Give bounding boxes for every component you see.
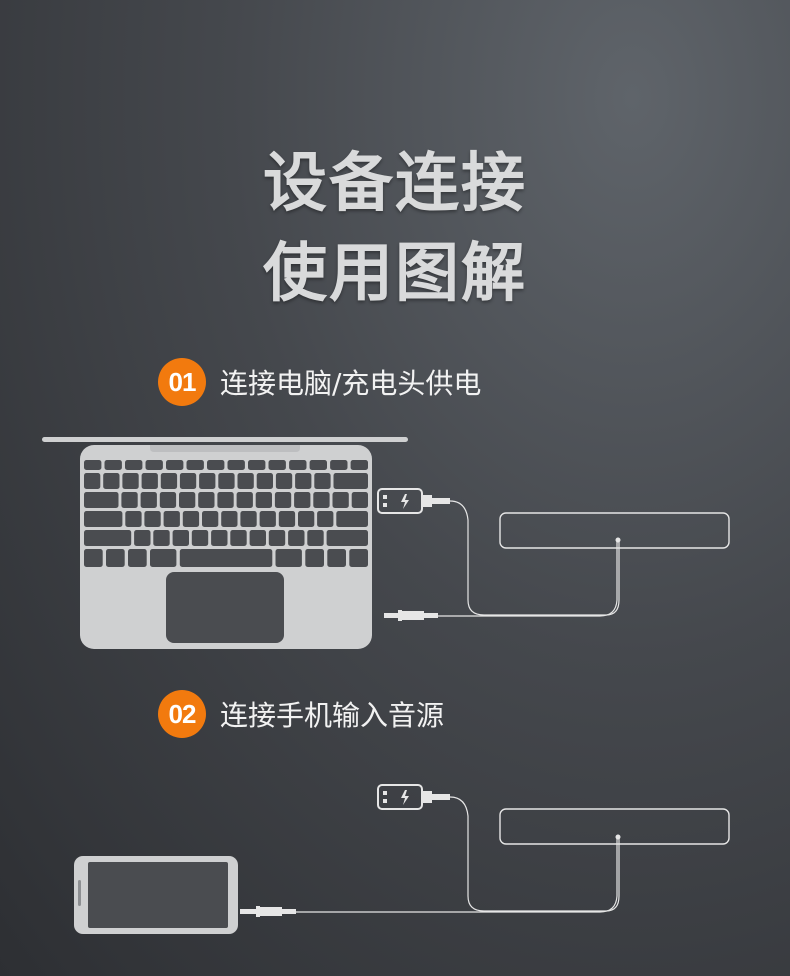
audio-jack-icon — [240, 906, 296, 917]
keyboard-key — [144, 511, 161, 527]
keyboard-key — [179, 473, 197, 489]
keyboard-key — [259, 511, 276, 527]
keyboard-key — [182, 511, 200, 527]
keyboard-key — [145, 460, 163, 470]
keyboard-key — [256, 473, 273, 489]
keyboard-key — [217, 492, 234, 508]
keyboard-key — [327, 549, 346, 567]
keyboard-key — [268, 530, 286, 546]
step-2-label: 连接手机输入音源 — [220, 699, 445, 732]
keyboard-key — [186, 460, 204, 470]
keyboard-key — [289, 460, 307, 470]
keyboard-key — [191, 530, 209, 546]
keyboard-key — [128, 549, 147, 567]
keyboard-key — [313, 492, 330, 508]
keyboard-key — [198, 492, 215, 508]
keyboard-key — [218, 473, 235, 489]
keyboard-key — [141, 473, 158, 489]
keyboard-key — [150, 549, 177, 567]
usb-plug-icon — [377, 488, 450, 514]
keyboard-key — [248, 460, 266, 470]
keyboard-key — [122, 473, 139, 489]
keyboard-key — [202, 511, 219, 527]
phone-icon — [74, 856, 238, 934]
keyboard-key — [305, 549, 324, 567]
keyboard-key — [350, 460, 368, 470]
keyboard-key — [125, 460, 143, 470]
keyboard-key — [221, 511, 238, 527]
keyboard-key — [294, 492, 311, 508]
keyboard — [84, 460, 368, 567]
page-title-line1: 设备连接 — [263, 147, 527, 221]
keyboard-key — [103, 473, 120, 489]
laptop-icon — [42, 437, 408, 649]
usb-plug-icon — [377, 784, 450, 810]
keyboard-key — [288, 530, 305, 546]
keyboard-key — [104, 460, 122, 470]
keyboard-key — [84, 549, 103, 567]
keyboard-key — [333, 473, 368, 489]
keyboard-key — [159, 492, 177, 508]
keyboard-key — [166, 460, 184, 470]
step-1-label: 连接电脑/充电头供电 — [220, 367, 482, 400]
keyboard-key — [309, 460, 327, 470]
keyboard-key — [236, 492, 253, 508]
keyboard-key — [84, 460, 102, 470]
speaker-bar-icon — [499, 512, 730, 549]
keyboard-key — [240, 511, 257, 527]
keyboard-key — [84, 473, 101, 489]
keyboard-key — [125, 511, 142, 527]
keyboard-key — [172, 530, 189, 546]
trackpad — [166, 572, 284, 643]
keyboard-key — [278, 511, 296, 527]
keyboard-key — [349, 549, 368, 567]
keyboard-key — [275, 473, 293, 489]
keyboard-key — [336, 511, 368, 527]
step-2: 02 连接手机输入音源 — [158, 690, 444, 738]
keyboard-key — [317, 511, 334, 527]
keyboard-key — [84, 511, 123, 527]
keyboard-key — [199, 473, 216, 489]
keyboard-key — [307, 530, 324, 546]
step-1: 01 连接电脑/充电头供电 — [158, 358, 481, 406]
keyboard-key — [179, 492, 196, 508]
keyboard-key — [275, 549, 302, 567]
keyboard-key — [153, 530, 170, 546]
keyboard-key — [255, 492, 272, 508]
keyboard-key — [121, 492, 138, 508]
keyboard-key — [249, 530, 266, 546]
keyboard-key — [84, 492, 119, 508]
keyboard-key — [207, 460, 225, 470]
keyboard-key — [84, 530, 132, 546]
page-title-line2: 使用图解 — [263, 237, 527, 311]
step-1-badge: 01 — [158, 358, 206, 406]
keyboard-key — [230, 530, 247, 546]
audio-jack-icon — [384, 610, 438, 621]
keyboard-key — [332, 492, 349, 508]
keyboard-key — [211, 530, 228, 546]
keyboard-key — [237, 473, 254, 489]
keyboard-key — [326, 530, 368, 546]
speaker-bar-icon — [499, 808, 730, 845]
keyboard-key — [351, 492, 368, 508]
keyboard-key — [140, 492, 157, 508]
keyboard-key — [274, 492, 292, 508]
keyboard-key — [268, 460, 286, 470]
keyboard-key — [298, 511, 315, 527]
keyboard-key — [160, 473, 178, 489]
keyboard-key — [106, 549, 125, 567]
keyboard-key — [295, 473, 312, 489]
keyboard-key — [314, 473, 331, 489]
keyboard-key — [163, 511, 180, 527]
step-2-badge: 02 — [158, 690, 206, 738]
keyboard-key — [134, 530, 151, 546]
keyboard-key — [330, 460, 348, 470]
keyboard-key — [179, 549, 273, 567]
keyboard-key — [227, 460, 245, 470]
